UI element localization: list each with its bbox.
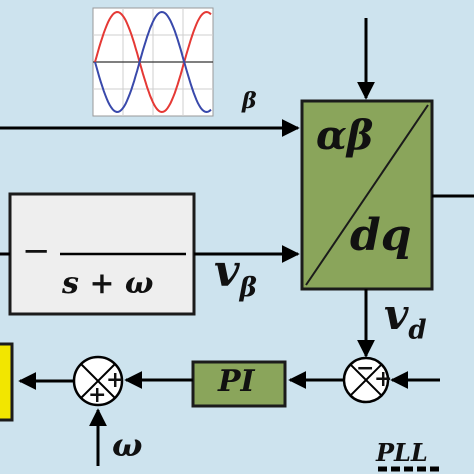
v-d-main: v: [384, 290, 409, 339]
beta-label: β: [242, 88, 257, 114]
sum-left-plus-bottom-sign: +: [88, 382, 107, 408]
transform-bottom-label: dq: [350, 210, 412, 261]
alphabeta-dq-transform-block: [300, 99, 434, 291]
output-block: [0, 342, 14, 422]
v-beta-label: vβ: [214, 246, 257, 303]
sum-junction-right: [342, 356, 390, 404]
sine-wave-icon: [92, 7, 214, 117]
sum-right-minus-sign: −: [356, 355, 375, 381]
omega-label: ω: [112, 426, 143, 464]
pi-label: PI: [218, 364, 255, 399]
sum-left-plus-right-sign: +: [106, 367, 125, 393]
v-d-sub: d: [408, 315, 427, 346]
sine-red-curve: [94, 10, 212, 114]
v-beta-main: v: [214, 246, 240, 297]
sum-junction-left: [72, 355, 124, 407]
transform-top-label: αβ: [316, 112, 374, 159]
pi-block: [191, 360, 287, 408]
v-beta-sub: β: [239, 272, 257, 303]
v-d-label: vd: [384, 290, 427, 345]
pll-label: PLL: [376, 438, 428, 467]
sum-right-plus-sign: +: [374, 366, 393, 392]
sine-blue-curve: [94, 10, 212, 114]
filter-sign: −: [22, 231, 51, 271]
filter-denominator: s + ω: [62, 266, 154, 301]
